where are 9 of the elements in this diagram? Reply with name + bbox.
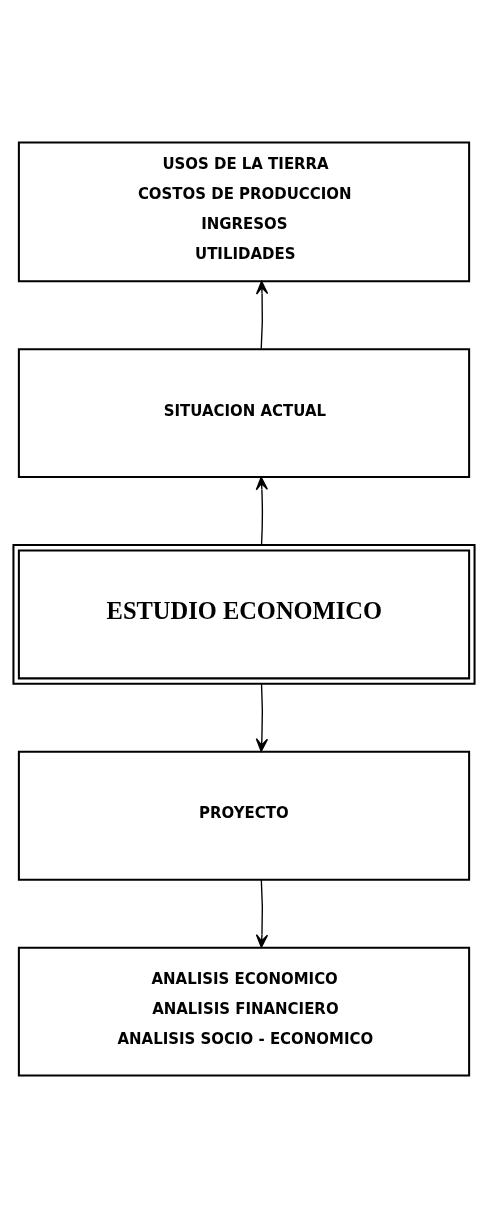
arrow — [255, 476, 269, 546]
node-box: ANALISIS ECONOMICO ANALISIS FINANCIERO ANALISIS SOCIO - ECONOMICO — [17, 946, 471, 1077]
node-box: SITUACION ACTUAL — [17, 348, 471, 479]
node-box: USOS DE LA TIERRA COSTOS DE PRODUCCION INGRESOS UTILIDADES — [17, 141, 471, 283]
arrow — [255, 683, 269, 752]
arrow — [255, 280, 269, 350]
node-box: ESTUDIO ECONOMICO — [12, 544, 476, 685]
arrow — [255, 879, 269, 948]
node-box: PROYECTO — [17, 750, 471, 881]
